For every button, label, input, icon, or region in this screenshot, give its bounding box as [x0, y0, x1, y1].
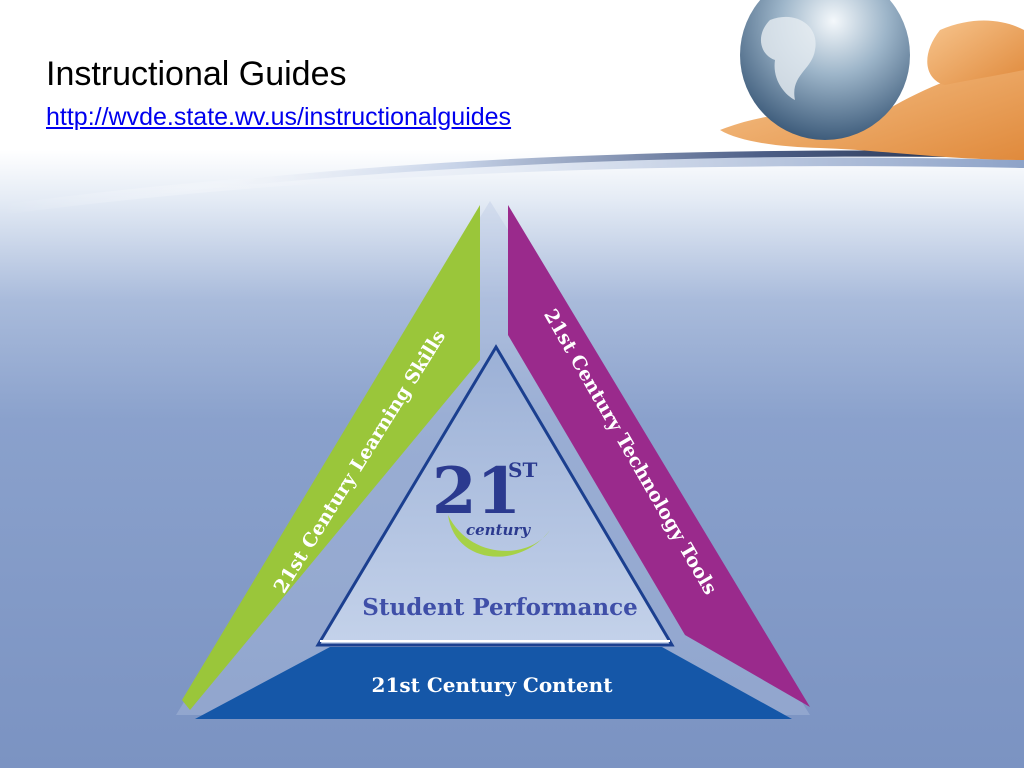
triangle-diagram: 21st Century Learning Skills 21st Centur… — [176, 201, 810, 719]
globe-in-hand-image — [720, 0, 1024, 160]
left-green-band — [182, 205, 480, 710]
bottom-blue-band — [195, 647, 792, 719]
logo-word: century — [466, 521, 531, 539]
center-label: Student Performance — [362, 594, 637, 621]
instructional-guides-link[interactable]: http://wvde.state.wv.us/instructionalgui… — [46, 103, 512, 131]
logo-swoosh — [448, 515, 550, 557]
slide-title: Instructional Guides — [46, 55, 347, 93]
logo-number: 21 — [432, 454, 521, 529]
right-purple-band — [508, 205, 810, 707]
logo-superscript: ST — [508, 458, 537, 482]
inner-triangle — [315, 344, 675, 647]
bottom-band-label: 21st Century Content — [372, 673, 614, 697]
21st-century-logo: 21 ST century — [432, 454, 550, 557]
